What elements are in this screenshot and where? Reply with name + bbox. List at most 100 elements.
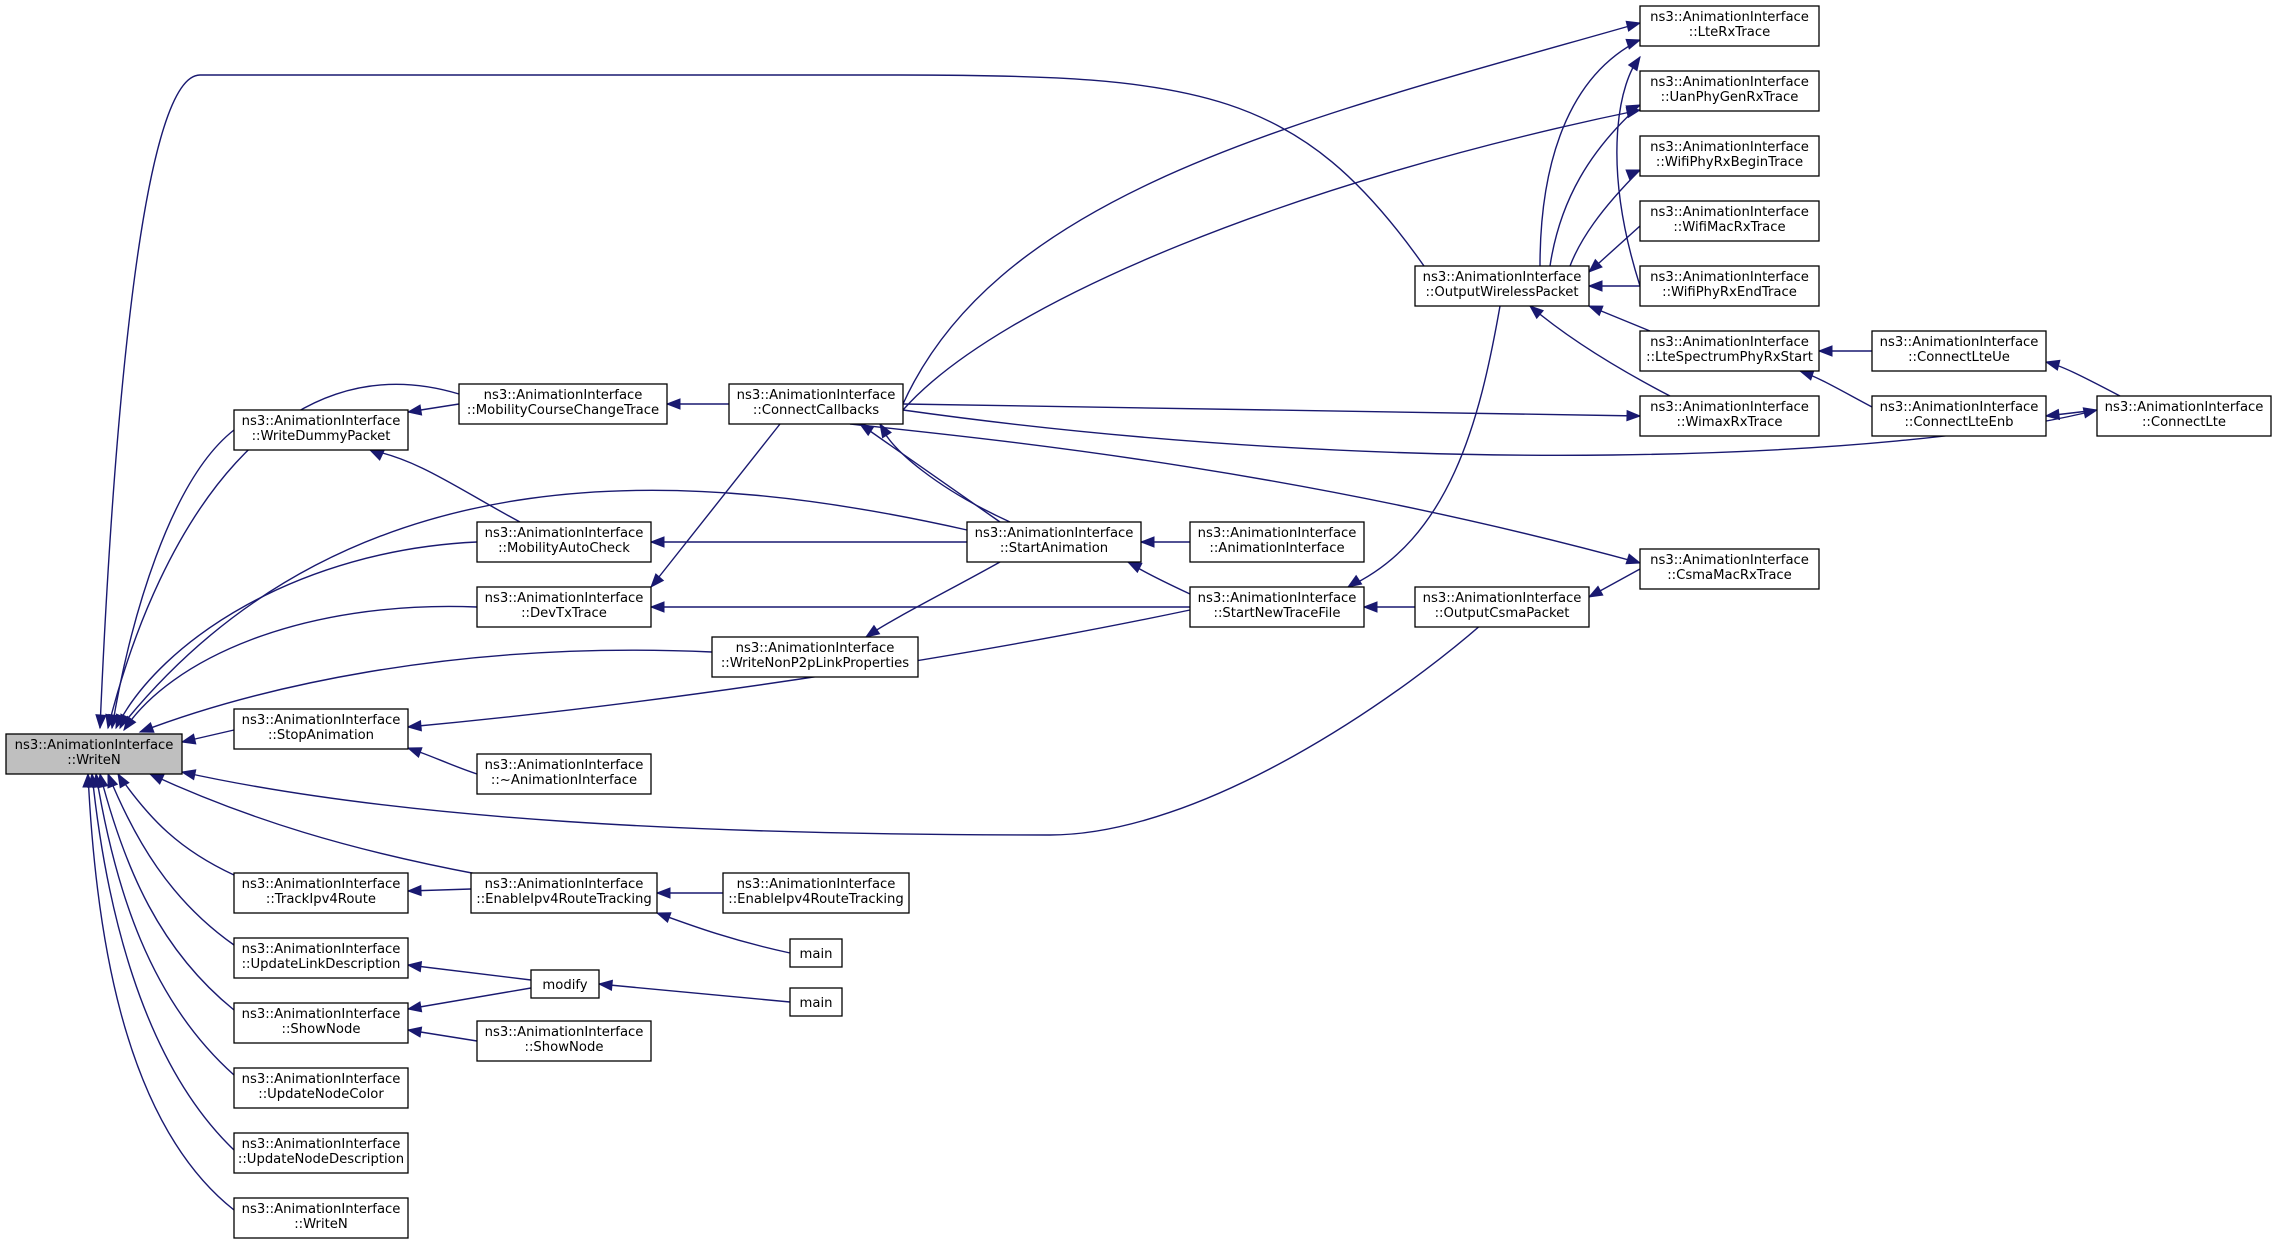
arrowhead bbox=[1587, 280, 1603, 292]
node-label: ::LteSpectrumPhyRxStart bbox=[1646, 350, 1813, 365]
node-label: ::WifiPhyRxBeginTrace bbox=[1656, 155, 1803, 170]
node-constructor[interactable]: ns3::AnimationInterface::AnimationInterf… bbox=[1189, 521, 1365, 563]
node-box bbox=[722, 872, 910, 914]
node-label: ns3::AnimationInterface bbox=[1423, 270, 1582, 285]
node-box bbox=[1871, 395, 2047, 437]
node-wimax-rx-trace[interactable]: ns3::AnimationInterface::WimaxRxTrace bbox=[1639, 395, 1820, 437]
node-start-new-trace-file[interactable]: ns3::AnimationInterface::StartNewTraceFi… bbox=[1189, 586, 1365, 628]
node-label: ns3::AnimationInterface bbox=[485, 1025, 644, 1040]
call-edge bbox=[1347, 305, 1501, 588]
node-mobility-course-change[interactable]: ns3::AnimationInterface::MobilityCourseC… bbox=[458, 383, 668, 425]
node-label: ::WriteN bbox=[294, 1217, 348, 1232]
arrowhead bbox=[1139, 536, 1155, 548]
node-connect-lte[interactable]: ns3::AnimationInterface::ConnectLte bbox=[2096, 395, 2272, 437]
node-wifi-mac-rx-trace[interactable]: ns3::AnimationInterface::WifiMacRxTrace bbox=[1639, 200, 1820, 242]
node-update-node-color[interactable]: ns3::AnimationInterface::UpdateNodeColor bbox=[233, 1067, 409, 1109]
node-csma-mac-rx-trace[interactable]: ns3::AnimationInterface::CsmaMacRxTrace bbox=[1639, 548, 1820, 590]
arrowhead bbox=[1625, 20, 1642, 32]
call-edge bbox=[99, 74, 1425, 729]
node-output-csma-packet[interactable]: ns3::AnimationInterface::OutputCsmaPacke… bbox=[1414, 586, 1590, 628]
node-label: ::OutputCsmaPacket bbox=[1435, 606, 1570, 621]
node-box bbox=[711, 636, 919, 678]
node-lte-rx-trace[interactable]: ns3::AnimationInterface::LteRxTrace bbox=[1639, 5, 1820, 47]
node-box bbox=[789, 987, 843, 1017]
call-edges bbox=[87, 22, 2121, 1211]
node-wifi-phy-rx-end-trace[interactable]: ns3::AnimationInterface::WifiPhyRxEndTra… bbox=[1639, 265, 1820, 307]
node-label: ns3::AnimationInterface bbox=[1423, 591, 1582, 606]
arrowhead bbox=[1362, 601, 1378, 613]
node-track-ipv4-route[interactable]: ns3::AnimationInterface::TrackIpv4Route bbox=[233, 872, 409, 914]
node-write-non-p2p[interactable]: ns3::AnimationInterface::WriteNonP2pLink… bbox=[711, 636, 919, 678]
arrowhead bbox=[1346, 574, 1363, 588]
node-main-1[interactable]: main bbox=[789, 938, 843, 968]
node-enable-ipv4-route-tracking-2[interactable]: ns3::AnimationInterface::EnableIpv4Route… bbox=[722, 872, 910, 914]
call-edge bbox=[139, 649, 713, 733]
node-update-node-description[interactable]: ns3::AnimationInterface::UpdateNodeDescr… bbox=[233, 1132, 409, 1174]
call-edge bbox=[1529, 305, 1671, 397]
call-edge bbox=[650, 423, 781, 588]
node-stop-animation[interactable]: ns3::AnimationInterface::StopAnimation bbox=[233, 708, 409, 750]
arrowhead bbox=[119, 713, 131, 730]
node-label: ::UpdateNodeColor bbox=[258, 1087, 384, 1102]
call-edge bbox=[107, 383, 460, 729]
call-edge bbox=[117, 773, 235, 876]
arrowhead bbox=[117, 772, 130, 789]
node-destructor[interactable]: ns3::AnimationInterface::~AnimationInter… bbox=[476, 753, 652, 795]
node-dev-tx-trace[interactable]: ns3::AnimationInterface::DevTxTrace bbox=[476, 586, 652, 628]
node-label: ::LteRxTrace bbox=[1689, 25, 1770, 40]
node-box bbox=[470, 872, 658, 914]
arrowhead bbox=[649, 601, 665, 613]
node-connect-lte-ue[interactable]: ns3::AnimationInterface::ConnectLteUe bbox=[1871, 330, 2047, 372]
node-label: ns3::AnimationInterface bbox=[1198, 526, 1357, 541]
node-label: ::ConnectLteUe bbox=[1908, 350, 2010, 365]
node-label: ns3::AnimationInterface bbox=[242, 1007, 401, 1022]
node-label: ::StartAnimation bbox=[1000, 541, 1108, 556]
node-label: ::UanPhyGenRxTrace bbox=[1661, 90, 1799, 105]
node-label: ns3::AnimationInterface bbox=[242, 877, 401, 892]
node-connect-callbacks[interactable]: ns3::AnimationInterface::ConnectCallback… bbox=[728, 383, 904, 425]
node-writen-main[interactable]: ns3::AnimationInterface::WriteN bbox=[5, 733, 183, 775]
node-label: ::StartNewTraceFile bbox=[1214, 606, 1341, 621]
node-box bbox=[233, 1067, 409, 1109]
node-box bbox=[476, 753, 652, 795]
call-edge bbox=[149, 773, 478, 875]
arrowhead bbox=[1126, 561, 1143, 574]
node-writen-2[interactable]: ns3::AnimationInterface::WriteN bbox=[233, 1197, 409, 1239]
arrowhead bbox=[864, 624, 881, 638]
arrowhead bbox=[406, 747, 423, 758]
node-output-wireless-packet[interactable]: ns3::AnimationInterface::OutputWirelessP… bbox=[1414, 265, 1590, 307]
node-label: ::ShowNode bbox=[525, 1040, 604, 1055]
node-uan-phy-gen-rx-trace[interactable]: ns3::AnimationInterface::UanPhyGenRxTrac… bbox=[1639, 70, 1820, 112]
node-wifi-phy-rx-begin-trace[interactable]: ns3::AnimationInterface::WifiPhyRxBeginT… bbox=[1639, 135, 1820, 177]
node-box bbox=[233, 708, 409, 750]
node-box bbox=[1871, 330, 2047, 372]
arrowhead bbox=[406, 960, 423, 973]
node-enable-ipv4-route-tracking[interactable]: ns3::AnimationInterface::EnableIpv4Route… bbox=[470, 872, 658, 914]
node-show-node[interactable]: ns3::AnimationInterface::ShowNode bbox=[233, 1002, 409, 1044]
node-label: ::WriteDummyPacket bbox=[252, 429, 391, 444]
call-edge bbox=[1549, 104, 1641, 267]
node-label: ns3::AnimationInterface bbox=[1650, 205, 1809, 220]
node-show-node-2[interactable]: ns3::AnimationInterface::ShowNode bbox=[476, 1020, 652, 1062]
node-main-2[interactable]: main bbox=[789, 987, 843, 1017]
call-edge bbox=[107, 773, 235, 946]
arrowhead bbox=[1625, 553, 1642, 565]
node-update-link-description[interactable]: ns3::AnimationInterface::UpdateLinkDescr… bbox=[233, 937, 409, 979]
arrowhead bbox=[1625, 38, 1642, 50]
node-start-animation[interactable]: ns3::AnimationInterface::StartAnimation bbox=[966, 521, 1142, 563]
node-mobility-auto-check[interactable]: ns3::AnimationInterface::MobilityAutoChe… bbox=[476, 521, 652, 563]
call-edge bbox=[91, 773, 235, 1151]
arrowhead bbox=[180, 733, 197, 745]
node-label: ::ConnectCallbacks bbox=[753, 403, 879, 418]
arrowhead bbox=[879, 422, 892, 439]
node-label: ns3::AnimationInterface bbox=[242, 1072, 401, 1087]
node-box bbox=[789, 938, 843, 968]
node-modify[interactable]: modify bbox=[530, 969, 600, 999]
node-box bbox=[233, 1132, 409, 1174]
node-connect-lte-enb[interactable]: ns3::AnimationInterface::ConnectLteEnb bbox=[1871, 395, 2047, 437]
node-write-dummy-packet[interactable]: ns3::AnimationInterface::WriteDummyPacke… bbox=[233, 409, 409, 451]
call-edge bbox=[369, 449, 521, 523]
arrowhead bbox=[1587, 585, 1604, 598]
call-edge bbox=[849, 423, 1641, 564]
node-lte-spectrum-phy-rx-start[interactable]: ns3::AnimationInterface::LteSpectrumPhyR… bbox=[1639, 330, 1820, 372]
